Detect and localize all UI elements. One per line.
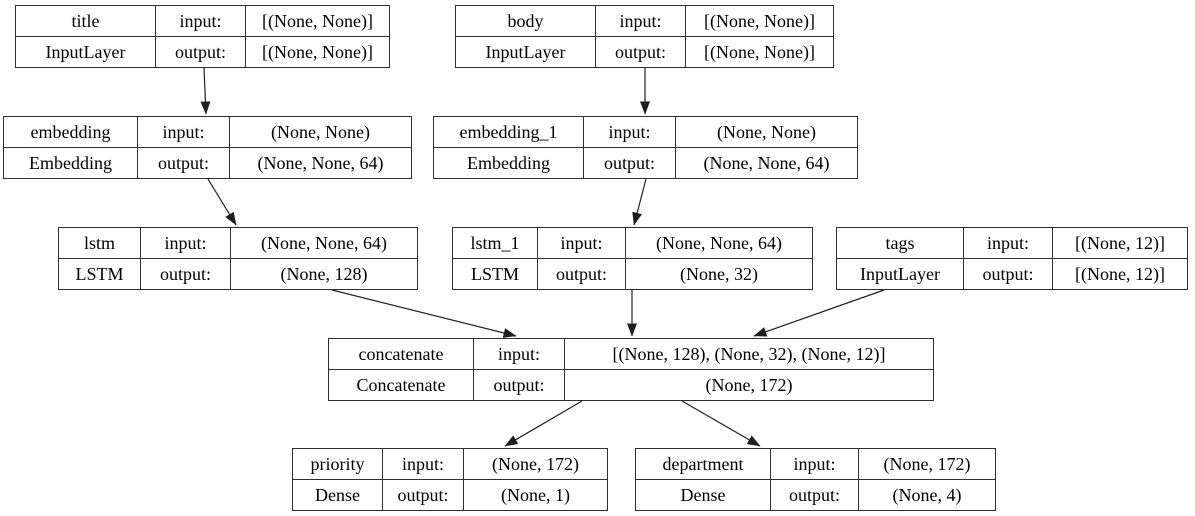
- edge-embedding_1-to-lstm_1: [632, 178, 647, 226]
- input-shape: [(None, None)]: [685, 5, 834, 37]
- input-shape: (None, None, 64): [230, 227, 418, 259]
- input-label: input:: [963, 227, 1053, 259]
- output-label: output:: [473, 369, 565, 401]
- edge-concatenate-to-department: [681, 400, 761, 447]
- output-label: output:: [595, 36, 686, 68]
- layer-name: priority: [292, 448, 383, 480]
- output-shape: (None, None, 64): [229, 147, 412, 179]
- output-label: output:: [770, 479, 859, 511]
- layer-name: lstm: [58, 227, 141, 259]
- output-label: output:: [155, 36, 246, 68]
- output-shape: (None, 32): [625, 258, 813, 290]
- input-label: input:: [473, 338, 565, 370]
- input-shape: (None, None): [675, 116, 858, 148]
- output-shape: [(None, None)]: [245, 36, 390, 68]
- input-label: input:: [140, 227, 231, 259]
- layer-class: Dense: [292, 479, 383, 511]
- layer-class: Dense: [635, 479, 771, 511]
- output-label: output:: [537, 258, 626, 290]
- layer-class: LSTM: [452, 258, 538, 290]
- layer-name: department: [635, 448, 771, 480]
- output-shape: [(None, None)]: [685, 36, 834, 68]
- layer-class: InputLayer: [836, 258, 964, 290]
- output-shape: (None, 1): [463, 479, 608, 511]
- output-shape: (None, 4): [858, 479, 996, 511]
- layer-class: LSTM: [58, 258, 141, 290]
- output-label: output:: [963, 258, 1053, 290]
- layer-name: title: [15, 5, 156, 37]
- layer-name: tags: [836, 227, 964, 259]
- input-shape: [(None, 12)]: [1052, 227, 1188, 259]
- layer-name: embedding_1: [433, 116, 584, 148]
- input-shape: [(None, 128), (None, 32), (None, 12)]: [564, 338, 934, 370]
- layer-name: body: [455, 5, 596, 37]
- edge-lstm-to-concatenate: [331, 289, 517, 338]
- edge-embedding-to-lstm: [207, 178, 237, 226]
- output-shape: (None, None, 64): [675, 147, 858, 179]
- output-label: output:: [382, 479, 464, 511]
- input-label: input:: [770, 448, 859, 480]
- layer-name: lstm_1: [452, 227, 538, 259]
- input-shape: (None, None, 64): [625, 227, 813, 259]
- output-label: output:: [137, 147, 230, 179]
- edge-title-to-embedding: [200, 67, 211, 115]
- input-label: input:: [537, 227, 626, 259]
- input-label: input:: [155, 5, 246, 37]
- output-label: output:: [583, 147, 676, 179]
- edge-concatenate-to-priority: [504, 400, 583, 447]
- layer-class: Embedding: [433, 147, 584, 179]
- output-shape: [(None, 12)]: [1052, 258, 1188, 290]
- input-shape: (None, 172): [858, 448, 996, 480]
- input-label: input:: [583, 116, 676, 148]
- layer-name: concatenate: [328, 338, 474, 370]
- layer-name: embedding: [3, 116, 138, 148]
- layer-class: InputLayer: [15, 36, 156, 68]
- layer-class: InputLayer: [455, 36, 596, 68]
- output-shape: (None, 172): [564, 369, 934, 401]
- input-shape: (None, 172): [463, 448, 608, 480]
- input-shape: (None, None): [229, 116, 412, 148]
- input-label: input:: [382, 448, 464, 480]
- input-label: input:: [137, 116, 230, 148]
- output-label: output:: [140, 258, 231, 290]
- output-shape: (None, 128): [230, 258, 418, 290]
- input-label: input:: [595, 5, 686, 37]
- layer-class: Concatenate: [328, 369, 474, 401]
- input-shape: [(None, None)]: [245, 5, 390, 37]
- edge-tags-to-concatenate: [753, 289, 885, 337]
- layer-class: Embedding: [3, 147, 138, 179]
